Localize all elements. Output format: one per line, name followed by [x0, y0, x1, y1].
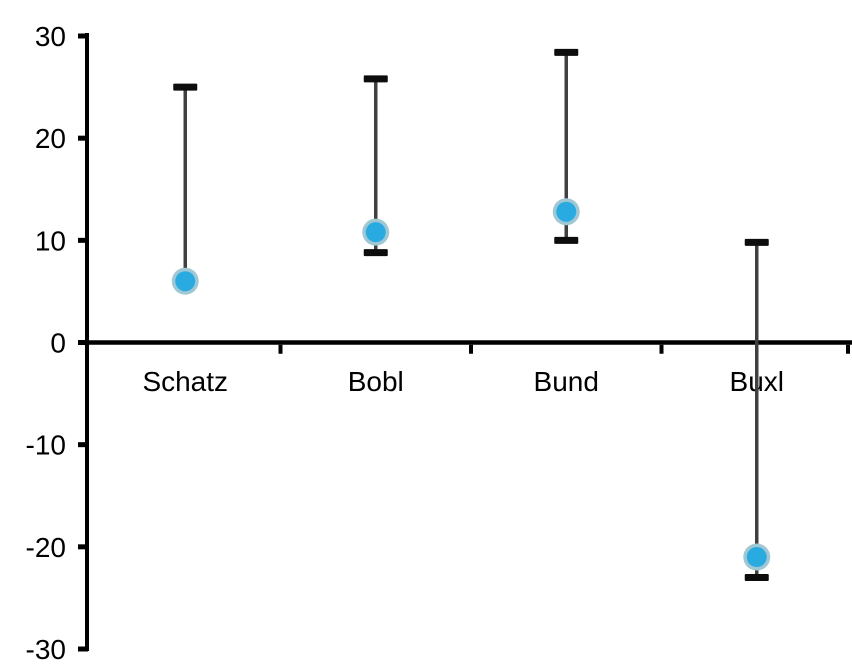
range-line-schatz	[183, 87, 187, 282]
marker-dot-bund	[556, 201, 577, 222]
range-line-bund	[564, 52, 568, 241]
x-tick	[278, 344, 283, 354]
range-cap-high-bobl	[363, 75, 388, 83]
category-label-bund: Bund	[534, 366, 599, 397]
y-tick-label: 30	[35, 21, 66, 52]
y-tick-label: -30	[26, 634, 66, 665]
y-tick-label: -10	[26, 430, 66, 461]
y-tick	[78, 33, 88, 39]
range-line-buxl	[755, 242, 759, 578]
y-tick-label: 20	[35, 123, 66, 154]
marker-dot-buxl	[746, 547, 767, 568]
y-tick	[78, 237, 88, 243]
category-label-schatz: Schatz	[142, 366, 228, 397]
y-tick	[78, 544, 88, 550]
y-tick	[78, 442, 88, 448]
y-tick-label: 10	[35, 225, 66, 256]
y-tick-label: 0	[50, 328, 66, 359]
range-cap-high-schatz	[173, 83, 198, 91]
range-cap-high-bund	[554, 48, 579, 56]
x-tick	[469, 344, 473, 354]
y-tick	[78, 646, 88, 652]
range-cap-low-bobl	[363, 249, 388, 257]
range-cap-low-buxl	[744, 573, 769, 581]
x-tick	[846, 344, 850, 354]
y-tick	[78, 135, 88, 141]
x-tick	[659, 344, 664, 354]
y-tick-label: -20	[26, 532, 66, 563]
category-label-bobl: Bobl	[348, 366, 404, 397]
range-cap-low-bund	[554, 236, 579, 244]
range-line-bobl	[374, 78, 378, 253]
range-cap-high-buxl	[744, 238, 769, 246]
marker-dot-schatz	[175, 271, 196, 292]
marker-dot-bobl	[365, 222, 386, 243]
x-axis-line	[78, 340, 852, 345]
